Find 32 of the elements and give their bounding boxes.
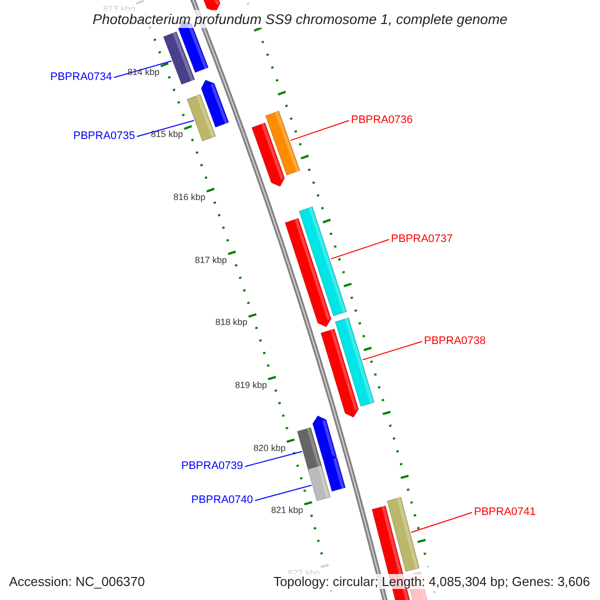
gene-block: [296, 427, 322, 472]
gene-block: [308, 464, 331, 502]
gene-label: PBPRA0735: [73, 130, 135, 143]
gene-label: PBPRA0737: [391, 233, 453, 246]
leader-line: [410, 512, 472, 533]
gene-label: PBPRA0741: [474, 506, 536, 519]
scale-label: 817 kbp: [194, 254, 227, 266]
gene-block: [163, 31, 196, 85]
gene-label: PBPRA0736: [351, 114, 413, 127]
gene-block: [298, 206, 348, 316]
scale-label: 820 kbp: [254, 442, 286, 454]
leader-line: [136, 120, 194, 137]
gene-label: PBPRA0738: [424, 335, 486, 348]
gene-label: PBPRA0740: [191, 494, 253, 507]
leader-line: [254, 484, 312, 501]
gene-block: [334, 317, 375, 407]
scale-label: 821 kbp: [271, 505, 304, 516]
scale-label: 816 kbp: [173, 192, 206, 204]
scale-label: 819 kbp: [234, 380, 267, 392]
scale-label: 818 kbp: [215, 317, 248, 328]
gene-block: [186, 94, 216, 142]
leader-line: [290, 120, 350, 141]
footer-text: Accession: NC_006370: [9, 574, 145, 589]
gene-block: [386, 496, 420, 572]
leader-line: [244, 451, 302, 467]
scale-label: 815 kbp: [150, 129, 183, 140]
leader-line: [114, 60, 172, 78]
gene-label: PBPRA0739: [181, 460, 243, 473]
leader-line: [330, 239, 390, 260]
gene-block: [265, 110, 300, 176]
leader-line: [362, 341, 422, 360]
gene-label: PBPRA0734: [50, 71, 112, 84]
